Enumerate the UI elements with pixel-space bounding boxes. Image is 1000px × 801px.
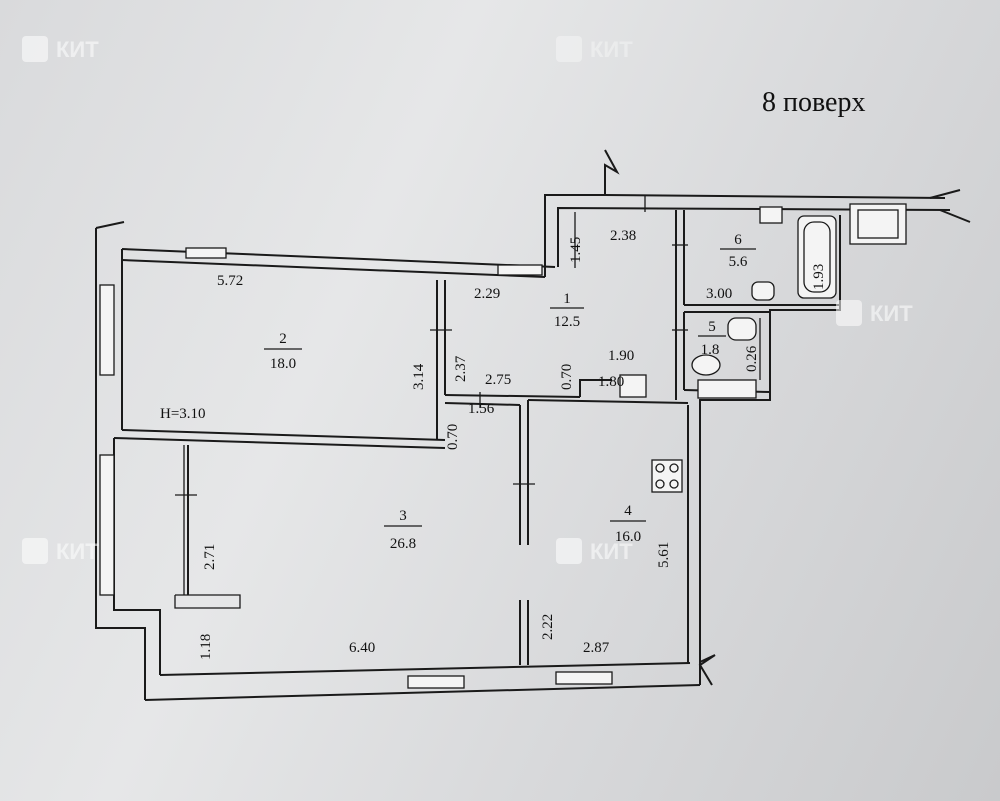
ceiling-height: H=3.10 bbox=[160, 406, 206, 422]
dim-label: 5.61 bbox=[656, 542, 672, 568]
dim-label: 5.72 bbox=[217, 273, 243, 289]
kit-logo-icon bbox=[836, 300, 862, 326]
watermark-text: КИТ bbox=[56, 37, 99, 62]
dim-label: 6.40 bbox=[349, 640, 375, 656]
room-4: 4 16.0 bbox=[610, 503, 646, 545]
room-2: 2 18.0 bbox=[264, 331, 302, 372]
kit-logo-icon bbox=[556, 538, 582, 564]
dim-label: 2.87 bbox=[583, 640, 610, 656]
window-room2-north bbox=[185, 247, 227, 259]
dim-label: 2.37 bbox=[453, 355, 469, 382]
room-area: 18.0 bbox=[270, 356, 296, 372]
wc-cabinet bbox=[697, 379, 757, 399]
dim-label: 2.22 bbox=[540, 614, 556, 640]
room-number: 1 bbox=[563, 291, 571, 307]
dim-label: 1.45 bbox=[568, 237, 584, 263]
room-number: 4 bbox=[624, 503, 632, 519]
room-area: 12.5 bbox=[554, 314, 580, 330]
window-room1 bbox=[497, 264, 543, 276]
room-1: 1 12.5 bbox=[550, 291, 584, 330]
room-6: 6 5.6 bbox=[720, 232, 756, 270]
toilet-icon bbox=[727, 317, 757, 341]
dim-label: 1.90 bbox=[608, 348, 634, 364]
wc-sink-icon bbox=[691, 354, 721, 376]
kit-logo-icon bbox=[556, 36, 582, 62]
dim-label: 0.70 bbox=[445, 424, 461, 450]
appliance-icon bbox=[759, 206, 783, 224]
dimension-labels: 5.72 2.29 2.38 2.75 1.56 1.90 1.80 3.00 … bbox=[198, 228, 827, 660]
dim-label: 1.93 bbox=[811, 264, 827, 290]
dim-label: 2.75 bbox=[485, 372, 511, 388]
bathtub-icon bbox=[797, 215, 837, 299]
watermark-left: КИТ bbox=[22, 538, 99, 564]
dim-label: 3.14 bbox=[411, 363, 427, 390]
shaft-icon bbox=[619, 374, 647, 398]
room-area: 26.8 bbox=[390, 536, 416, 552]
kit-logo-icon bbox=[22, 36, 48, 62]
window-room2 bbox=[99, 284, 115, 376]
window-room4 bbox=[555, 671, 613, 685]
dim-label: 2.38 bbox=[610, 228, 636, 244]
watermark-text: КИТ bbox=[590, 539, 633, 564]
watermark-center: КИТ bbox=[556, 538, 633, 564]
room-number: 5 bbox=[708, 319, 716, 335]
watermark-text: КИТ bbox=[56, 539, 99, 564]
watermark-text: КИТ bbox=[870, 301, 913, 326]
dimension-ticks bbox=[175, 196, 761, 496]
watermark-right: КИТ bbox=[836, 300, 913, 326]
dim-label: 2.71 bbox=[202, 544, 218, 570]
outer-walls bbox=[95, 149, 971, 701]
sink-icon bbox=[751, 281, 775, 301]
dim-label: 0.70 bbox=[559, 364, 575, 390]
watermark-top-left: КИТ bbox=[22, 36, 99, 62]
stove-icon bbox=[651, 459, 683, 493]
fixtures bbox=[619, 203, 907, 493]
room-area: 5.6 bbox=[729, 254, 748, 270]
watermark-top-center: КИТ bbox=[556, 36, 633, 62]
balcony-box bbox=[849, 203, 907, 245]
dim-label: 1.18 bbox=[198, 634, 214, 660]
kit-logo-icon bbox=[22, 538, 48, 564]
windows bbox=[99, 247, 613, 689]
room-number: 2 bbox=[279, 331, 287, 347]
dim-label: 1.80 bbox=[598, 374, 624, 390]
room-area: 1.8 bbox=[701, 342, 720, 358]
dim-label: 0.26 bbox=[744, 345, 760, 372]
room-number: 3 bbox=[399, 508, 407, 524]
room-5: 5 1.8 bbox=[698, 319, 726, 358]
watermark-text: КИТ bbox=[590, 37, 633, 62]
dim-label: 3.00 bbox=[706, 286, 732, 302]
floor-label: 8 поверх bbox=[762, 87, 865, 118]
room-area: 16.0 bbox=[615, 529, 641, 545]
room-number: 6 bbox=[734, 232, 742, 248]
dim-label: 2.29 bbox=[474, 286, 500, 302]
dim-label: 1.56 bbox=[468, 401, 495, 417]
room-3: 3 26.8 bbox=[384, 508, 422, 552]
window-room3-west bbox=[99, 454, 115, 596]
window-room3-south bbox=[407, 675, 465, 689]
